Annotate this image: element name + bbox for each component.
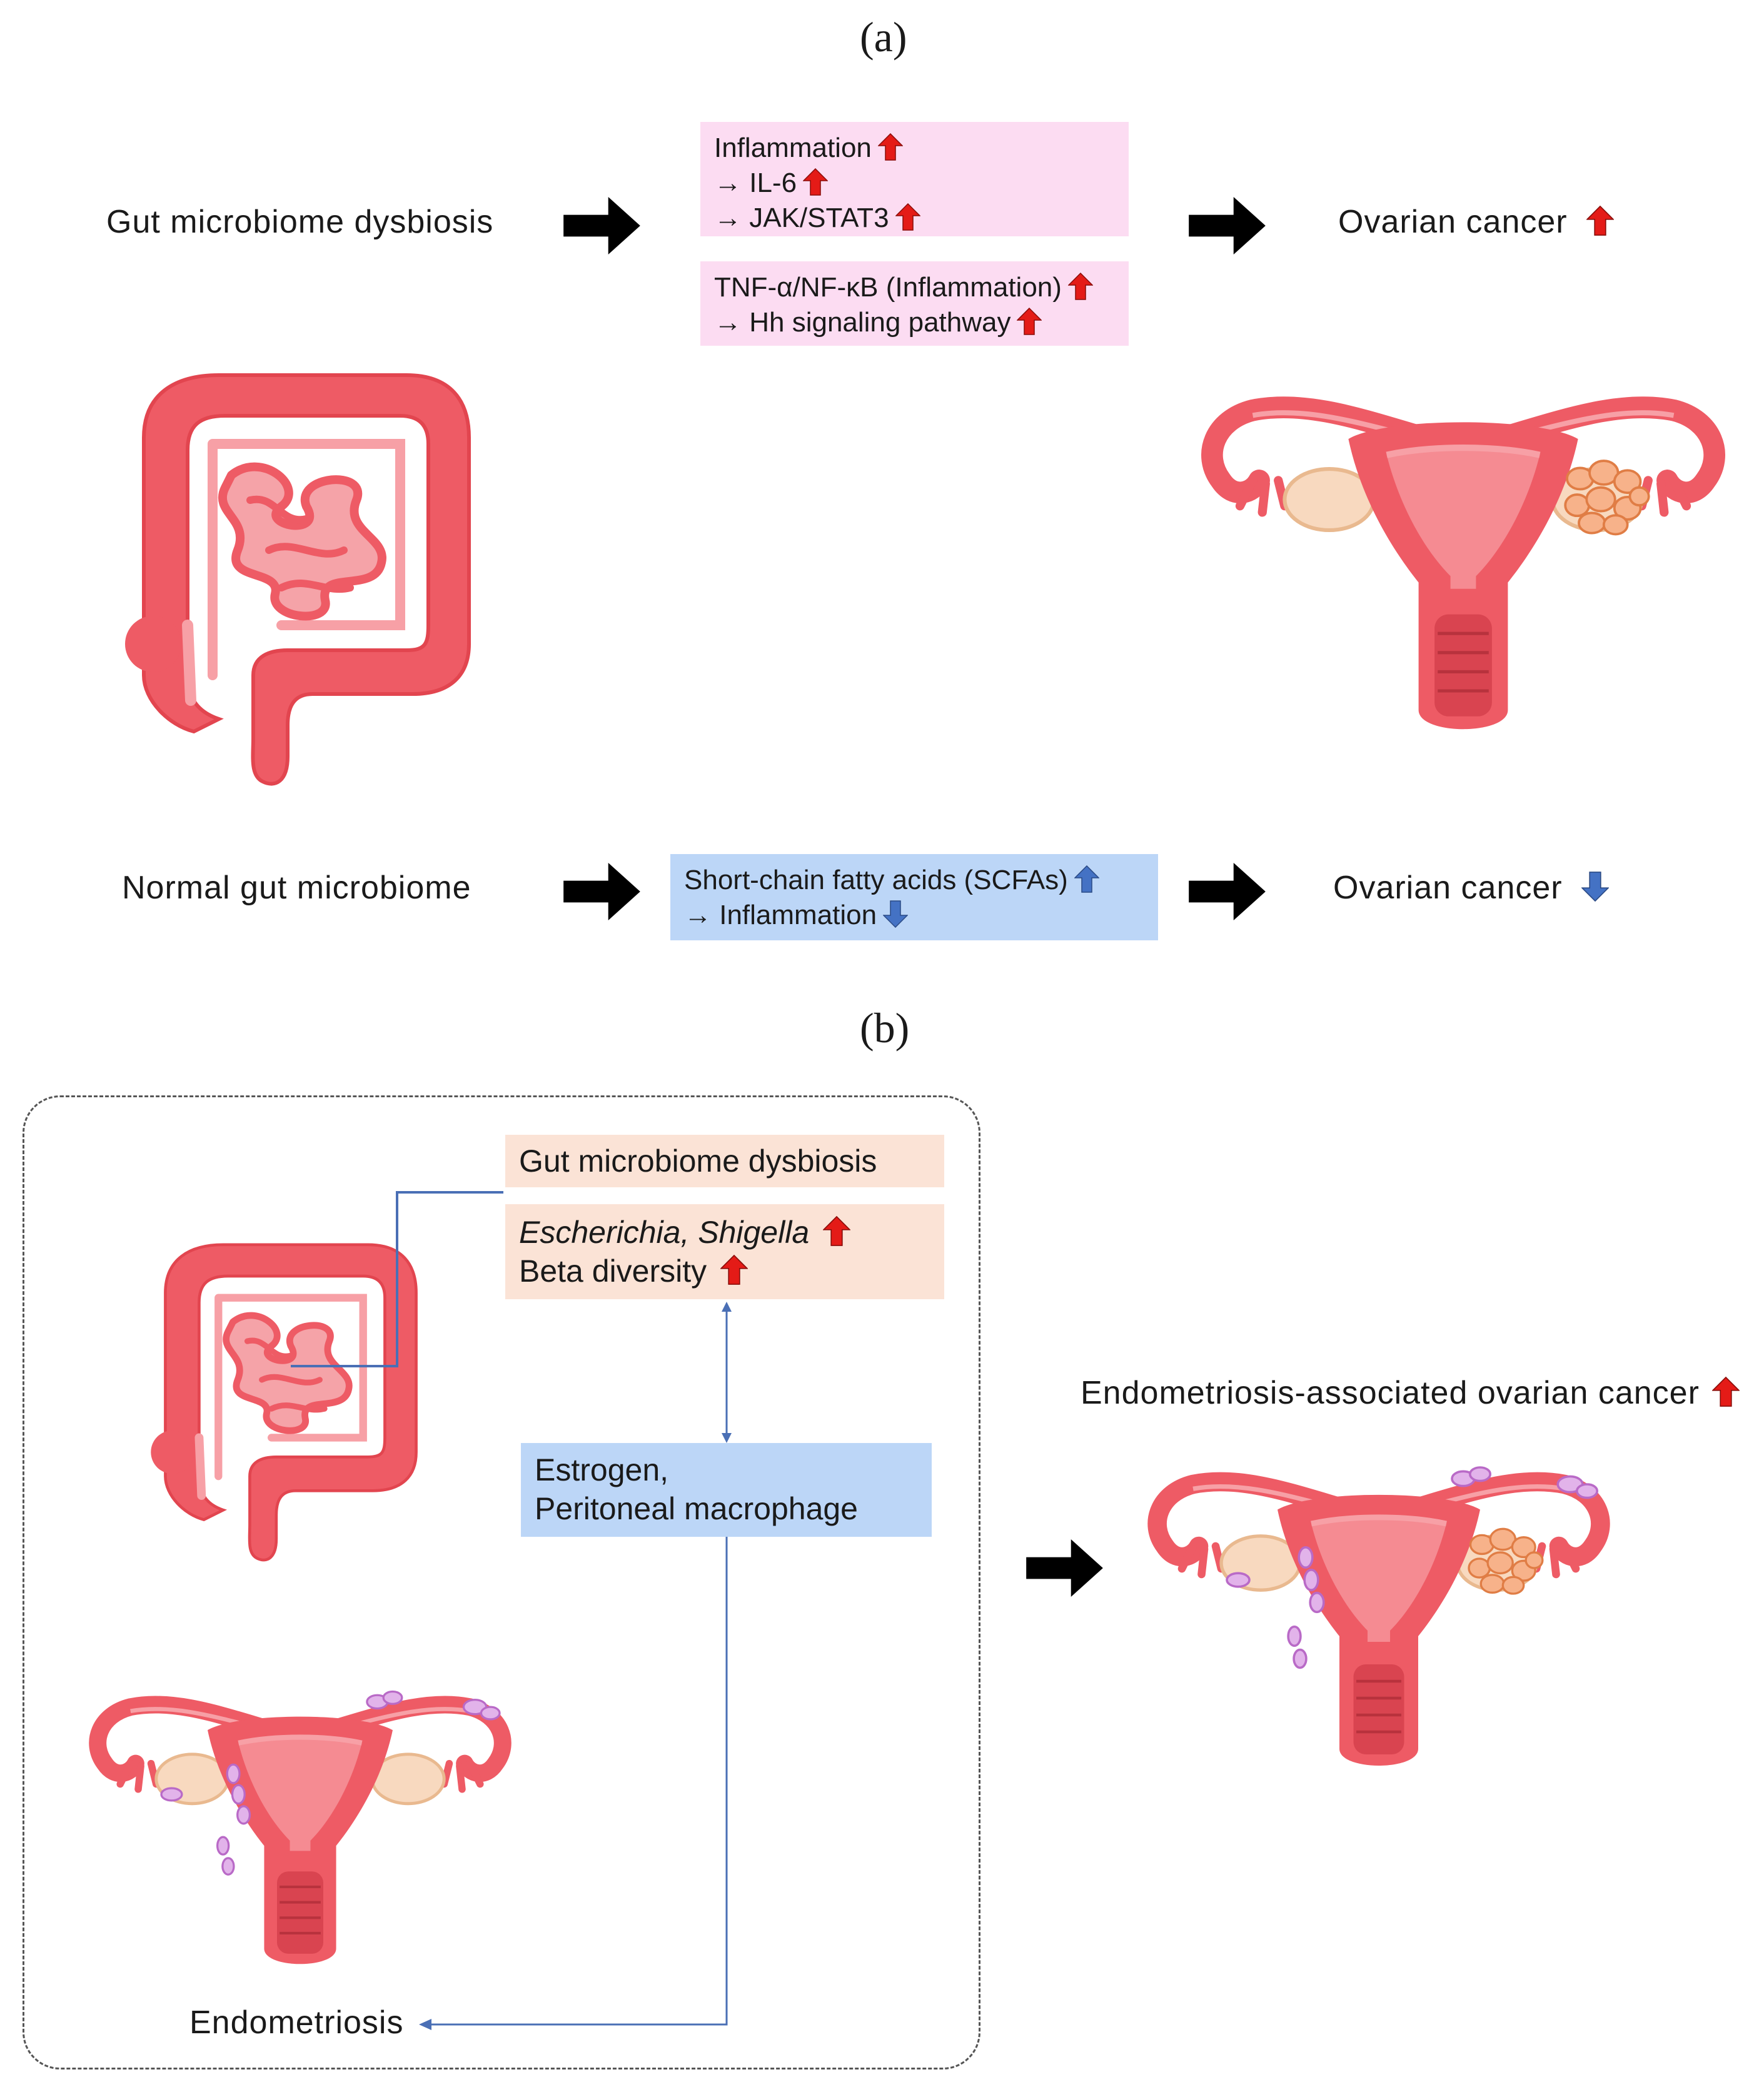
up-arrow-icon [1586, 205, 1614, 236]
scfa-text: Short-chain fatty acids (SCFAs) [684, 865, 1068, 895]
eaoc-label: Endometriosis-associated ovarian cancer [1081, 1374, 1740, 1412]
inflammation-text: Inflammation [714, 133, 872, 163]
inflammation-box: Inflammation → IL-6 → JAK/STAT3 [700, 122, 1129, 236]
eaoc-text: Endometriosis-associated ovarian cancer [1081, 1375, 1700, 1411]
dysbiosis-header-box: Gut microbiome dysbiosis [505, 1135, 944, 1187]
up-arrow-icon [1712, 1376, 1740, 1407]
endometriosis-label: Endometriosis [189, 2004, 404, 2041]
macrophage-text: Peritoneal macrophage [535, 1491, 858, 1526]
ovarian-cancer-down-text: Ovarian cancer [1333, 870, 1563, 906]
connector-arrow [419, 1537, 728, 2030]
uterus-icon [1176, 372, 1751, 755]
estrogen-text: Estrogen, [535, 1452, 669, 1487]
up-arrow-icon [803, 168, 828, 196]
bacteria-box: Escherichia, Shigella Beta diversity [505, 1204, 944, 1299]
ovarian-cancer-up-label: Ovarian cancer [1338, 203, 1614, 241]
bacteria-text: Escherichia, Shigella [519, 1215, 810, 1250]
connector-line [291, 1191, 503, 1367]
uterus-icon [1126, 1451, 1632, 1788]
ovarian-cancer-down-label: Ovarian cancer [1333, 869, 1609, 907]
right-arrow-icon [563, 863, 641, 920]
uterus-icon [69, 1676, 532, 1985]
up-arrow-icon [1017, 308, 1042, 335]
hh-pathway-text: → Hh signaling pathway [714, 307, 1011, 338]
up-arrow-icon [823, 1215, 850, 1247]
il6-text: → IL-6 [714, 168, 797, 198]
ovarian-cancer-up-text: Ovarian cancer [1338, 204, 1568, 240]
up-arrow-blue-icon [1074, 865, 1099, 893]
inflammation-down-text: → Inflammation [684, 900, 877, 930]
up-arrow-icon [720, 1254, 748, 1285]
panel-b-label: (b) [860, 1004, 910, 1052]
beta-diversity-text: Beta diversity [519, 1254, 707, 1289]
up-arrow-icon [895, 203, 920, 231]
dysbiosis-label: Gut microbiome dysbiosis [106, 204, 494, 240]
intestine-icon [103, 350, 510, 788]
jak-stat3-text: → JAK/STAT3 [714, 203, 889, 233]
tnf-nfkb-text: TNF-α/NF-κB (Inflammation) [714, 272, 1062, 303]
down-arrow-icon [883, 900, 908, 928]
normal-microbiome-label: Normal gut microbiome [122, 870, 471, 906]
right-arrow-icon [1188, 863, 1266, 920]
tnf-box: TNF-α/NF-κB (Inflammation) → Hh signalin… [700, 261, 1129, 346]
scfa-box: Short-chain fatty acids (SCFAs) → Inflam… [670, 854, 1158, 940]
right-arrow-icon [563, 197, 641, 254]
double-arrow-icon [722, 1302, 732, 1443]
up-arrow-icon [1068, 273, 1093, 300]
estrogen-box: Estrogen, Peritoneal macrophage [521, 1443, 932, 1537]
dashed-frame [23, 1095, 980, 2069]
up-arrow-icon [878, 133, 903, 161]
right-arrow-icon [1188, 197, 1266, 254]
right-arrow-icon [1026, 1539, 1104, 1597]
down-arrow-icon [1581, 871, 1609, 902]
panel-a-label: (a) [860, 13, 907, 61]
dysbiosis-header-text: Gut microbiome dysbiosis [519, 1144, 877, 1179]
